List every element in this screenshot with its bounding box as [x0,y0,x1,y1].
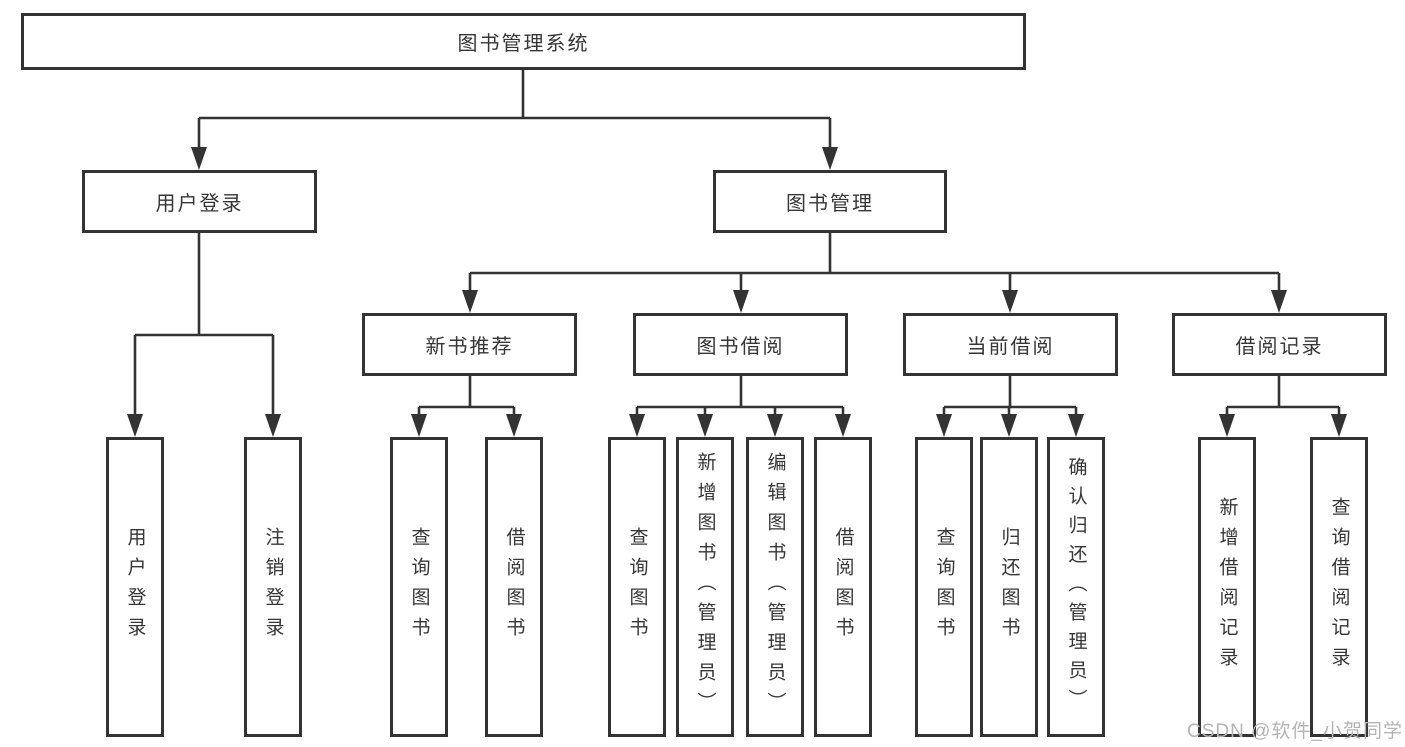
node-borrow-records: 借阅记录 [1172,313,1387,376]
leaf-node-label: 查询借阅记录 [1328,497,1350,677]
leaf-node-user-login: 用户登录 [106,437,164,737]
node-book-management: 图书管理 [713,170,947,233]
node-label: 图书管理系统 [457,33,590,55]
leaf-node-label: 编辑图书（管理员） [764,452,786,722]
leaf-node-query-borrow-record: 查询借阅记录 [1310,437,1368,737]
leaf-node-label: 查询图书 [408,527,430,647]
leaf-node-label: 归还图书 [998,527,1020,647]
leaf-node-return-books: 归还图书 [980,437,1038,737]
leaf-node-label: 新增图书（管理员） [694,452,716,722]
leaf-node-label: 借阅图书 [832,527,854,647]
leaf-node-logout: 注销登录 [244,437,302,737]
leaf-node-borrow-books-1: 借阅图书 [485,437,543,737]
leaf-node-add-borrow-record: 新增借阅记录 [1198,437,1256,737]
node-label: 新书推荐 [425,336,514,358]
node-current-borrow: 当前借阅 [903,313,1118,376]
leaf-node-label: 用户登录 [124,527,146,647]
node-label: 图书管理 [786,193,874,215]
leaf-node-add-books-admin: 新增图书（管理员） [676,437,734,737]
csdn-watermark: CSDN @软件_小贺同学 [1187,721,1403,742]
leaf-node-borrow-books-2: 借阅图书 [814,437,872,737]
node-label: 当前借阅 [966,336,1055,358]
node-label: 用户登录 [155,193,244,215]
leaf-node-label: 确认归还（管理员） [1065,456,1087,718]
leaf-node-label: 新增借阅记录 [1216,497,1238,677]
leaf-node-label: 借阅图书 [503,527,525,647]
node-user-login: 用户登录 [82,170,317,233]
node-book-borrow: 图书借阅 [633,313,848,376]
leaf-node-label: 查询图书 [933,527,955,647]
leaf-node-label: 查询图书 [626,527,648,647]
node-new-book-recommend: 新书推荐 [362,313,577,376]
node-label: 借阅记录 [1235,336,1324,358]
leaf-node-label: 注销登录 [262,527,284,647]
node-label: 图书借阅 [696,336,785,358]
leaf-node-edit-books-admin: 编辑图书（管理员） [746,437,804,737]
leaf-node-confirm-return-admin: 确认归还（管理员） [1047,437,1105,737]
node-root-library-system: 图书管理系统 [21,13,1026,70]
leaf-node-query-books-3: 查询图书 [915,437,973,737]
leaf-node-query-books-2: 查询图书 [608,437,666,737]
leaf-node-query-books-1: 查询图书 [390,437,448,737]
